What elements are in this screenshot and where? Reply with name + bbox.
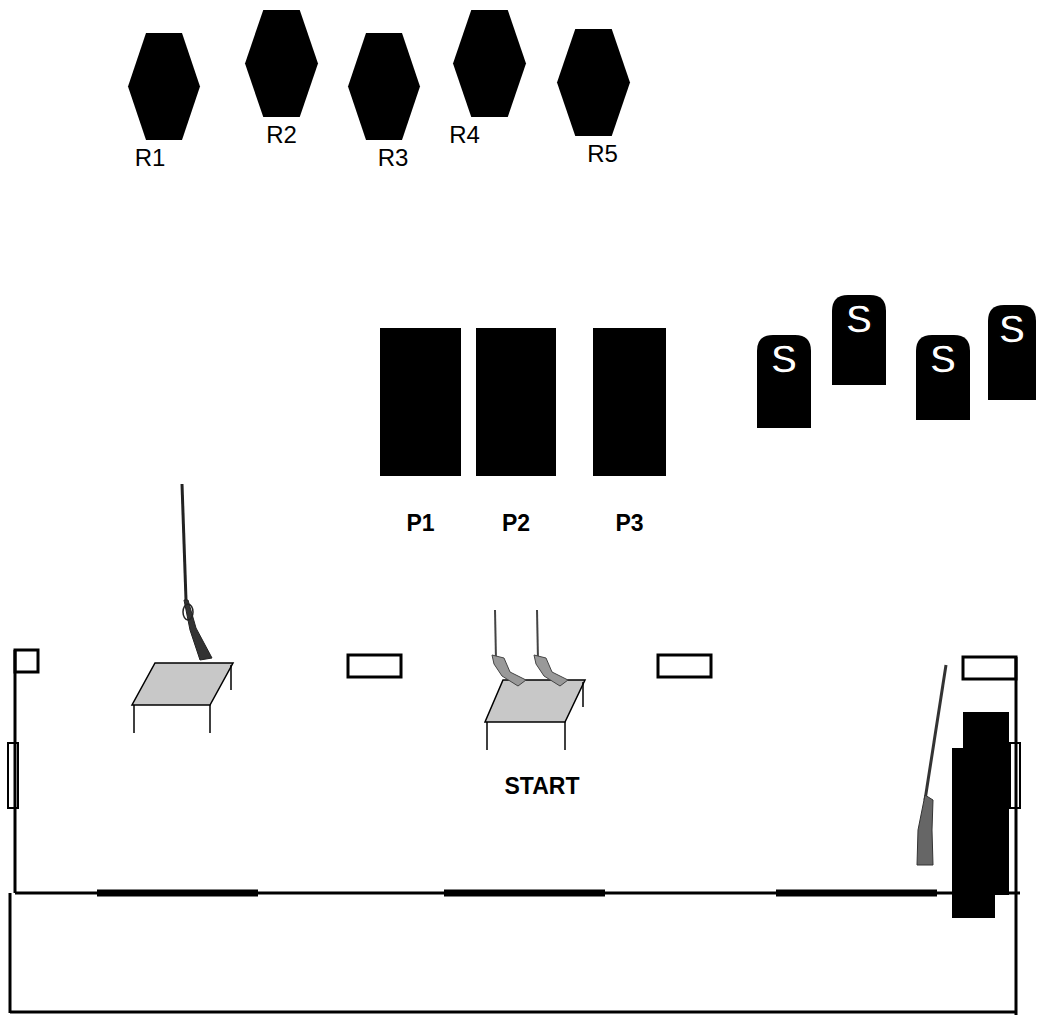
target-letter: S bbox=[771, 337, 798, 382]
target-label: R2 bbox=[266, 121, 297, 149]
rifle-target: R1 bbox=[128, 33, 200, 140]
pistol-target: P3 bbox=[593, 328, 666, 476]
pistol-target: P1 bbox=[380, 328, 461, 476]
target-shape bbox=[557, 29, 630, 136]
target-shape bbox=[245, 10, 318, 117]
target-shape bbox=[348, 33, 420, 140]
target-letter: S bbox=[999, 307, 1026, 352]
rifle-target: R3 bbox=[348, 33, 420, 140]
target-label: P2 bbox=[502, 510, 530, 537]
target-letter: S bbox=[930, 337, 957, 382]
target-shape bbox=[476, 328, 556, 476]
rifle-target: R4 bbox=[453, 10, 526, 117]
rifle-target: R2 bbox=[245, 10, 318, 117]
start-label: START bbox=[505, 773, 580, 800]
target-label: R1 bbox=[135, 144, 166, 172]
target-letter: S bbox=[846, 297, 873, 342]
target-shape bbox=[593, 328, 666, 476]
target-label: R3 bbox=[378, 144, 409, 172]
target-label: P3 bbox=[615, 510, 643, 537]
target-shape bbox=[380, 328, 461, 476]
rifle-target: R5 bbox=[557, 29, 630, 136]
target-label: R5 bbox=[587, 140, 618, 168]
target-label: P1 bbox=[406, 510, 434, 537]
target-shape bbox=[128, 33, 200, 140]
shotgun-target: S bbox=[988, 305, 1036, 400]
target-shape bbox=[453, 10, 526, 117]
target-label: R4 bbox=[449, 121, 480, 149]
shotgun-target: S bbox=[916, 335, 970, 420]
shotgun-target: S bbox=[832, 295, 886, 385]
pistol-target: P2 bbox=[476, 328, 556, 476]
shotgun-target: S bbox=[757, 335, 811, 428]
